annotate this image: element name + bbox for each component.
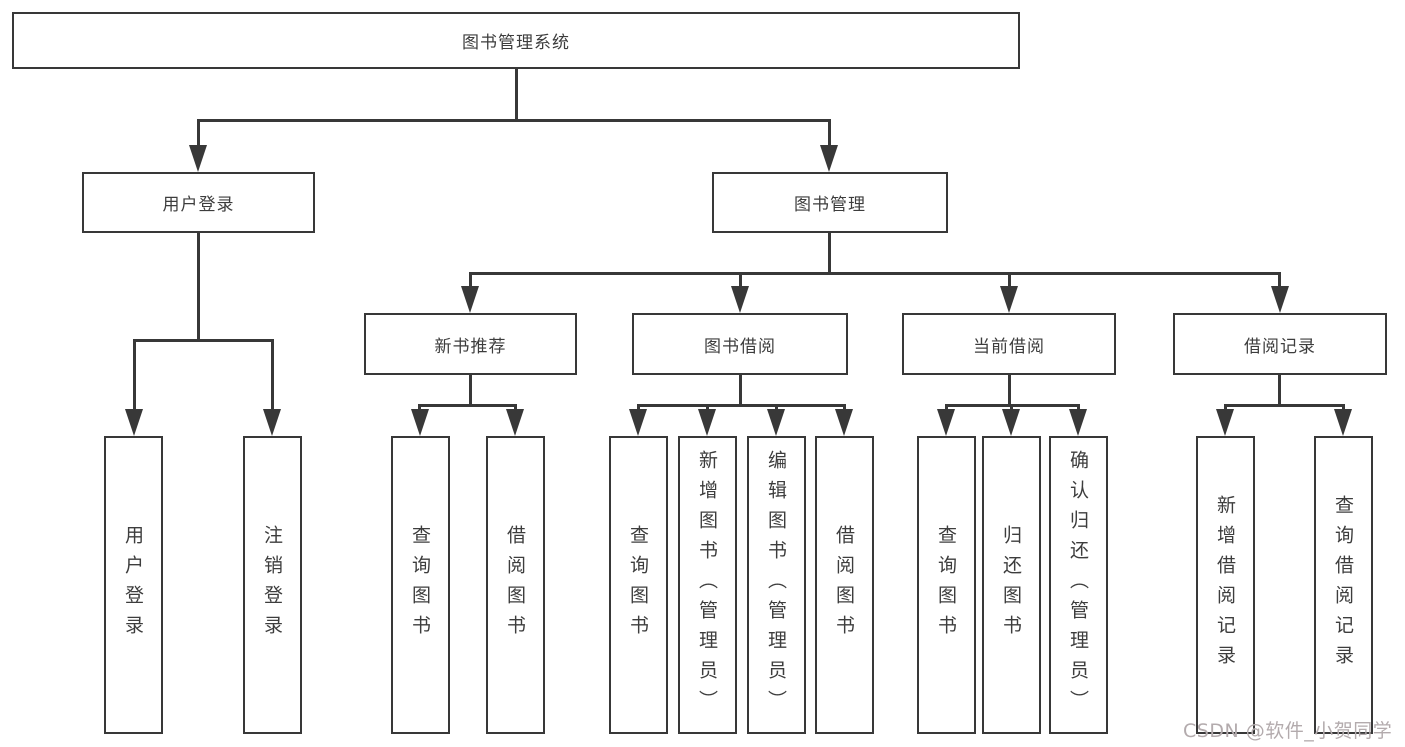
edge-stub-user-login [197,119,200,149]
leaf-label: 借阅图书 [833,525,855,645]
leaf-borrow-books: 借阅图书 [486,436,545,734]
edge-new-book-trunk [469,375,472,407]
arrowhead-leaf-login [125,409,143,436]
leaf-label: 查询图书 [935,525,957,645]
edge-stub [637,404,640,412]
leaf-query-books: 查询图书 [609,436,668,734]
node-library-management-system: 图书管理系统 [12,12,1020,69]
arrowhead-leaf [1334,409,1352,436]
leaf-label: 查询图书 [627,525,649,645]
edge-user-login-trunk [197,233,200,341]
leaf-query-books: 查询图书 [917,436,976,734]
leaf-label: 归还图书 [1000,525,1022,645]
edge-stub [706,404,709,412]
leaf-query-borrow-record: 查询借阅记录 [1314,436,1373,734]
leaf-label: 用户登录 [122,525,144,645]
node-book-management: 图书管理 [712,172,948,233]
arrowhead-user-login [189,145,207,172]
edge-stub-new-book [469,272,472,290]
edge-book-borrow-rail [637,404,846,407]
edge-level3-rail [469,272,1281,275]
arrowhead-leaf [835,409,853,436]
leaf-borrow-books: 借阅图书 [815,436,874,734]
edge-stub-current-borrow [1008,272,1011,290]
arrowhead-leaf-logout [263,409,281,436]
edge-stub [775,404,778,412]
edge-book-management-trunk [828,233,831,275]
edge-borrow-records-trunk [1278,375,1281,407]
edge-borrow-records-rail [1224,404,1345,407]
edge-stub [1010,404,1013,412]
edge-level2-rail [197,119,831,122]
edge-stub [418,404,421,412]
leaf-add-book-admin: 新增图书（管理员） [678,436,737,734]
edge-new-book-rail [418,404,517,407]
leaf-logout: 注销登录 [243,436,302,734]
csdn-watermark: CSDN @软件_小贺同学 [1183,720,1393,742]
arrowhead-book-borrow [731,286,749,313]
arrowhead-leaf [1216,409,1234,436]
edge-stub-borrow-records [1278,272,1281,290]
edge-current-borrow-trunk [1008,375,1011,407]
arrowhead-leaf [1069,409,1087,436]
edge-stub [843,404,846,412]
arrowhead-leaf [629,409,647,436]
edge-root-trunk [515,68,518,122]
node-current-borrow: 当前借阅 [902,313,1116,375]
leaf-label: 查询借阅记录 [1332,495,1354,675]
leaf-query-books: 查询图书 [391,436,450,734]
arrowhead-leaf [698,409,716,436]
leaf-label: 注销登录 [261,525,283,645]
arrowhead-leaf [767,409,785,436]
node-borrow-records: 借阅记录 [1173,313,1387,375]
arrowhead-new-book [461,286,479,313]
edge-stub [1342,404,1345,412]
arrowhead-current-borrow [1000,286,1018,313]
edge-stub-leaf-login [133,339,136,412]
leaf-add-borrow-record: 新增借阅记录 [1196,436,1255,734]
leaf-label: 编辑图书（管理员） [765,450,787,720]
leaf-edit-book-admin: 编辑图书（管理员） [747,436,806,734]
edge-book-borrow-trunk [739,375,742,407]
edge-stub-leaf-logout [271,339,274,412]
leaf-label: 确认归还（管理员） [1067,450,1089,720]
node-new-book-recommend: 新书推荐 [364,313,577,375]
leaf-label: 借阅图书 [504,525,526,645]
arrowhead-borrow-records [1271,286,1289,313]
arrowhead-book-management [820,145,838,172]
edge-stub [945,404,948,412]
edge-stub [1077,404,1080,412]
leaf-label: 新增借阅记录 [1214,495,1236,675]
leaf-return-book: 归还图书 [982,436,1041,734]
edge-stub [1224,404,1227,412]
edge-stub [514,404,517,412]
arrowhead-leaf [1002,409,1020,436]
leaf-confirm-return-admin: 确认归还（管理员） [1049,436,1108,734]
edge-stub-book-borrow [739,272,742,290]
leaf-label: 新增图书（管理员） [696,450,718,720]
node-user-login: 用户登录 [82,172,315,233]
arrowhead-leaf [506,409,524,436]
arrowhead-leaf [411,409,429,436]
leaf-user-login: 用户登录 [104,436,163,734]
arrowhead-leaf [937,409,955,436]
edge-user-login-rail [133,339,274,342]
edge-stub-book-management [828,119,831,149]
node-book-borrow: 图书借阅 [632,313,848,375]
leaf-label: 查询图书 [409,525,431,645]
